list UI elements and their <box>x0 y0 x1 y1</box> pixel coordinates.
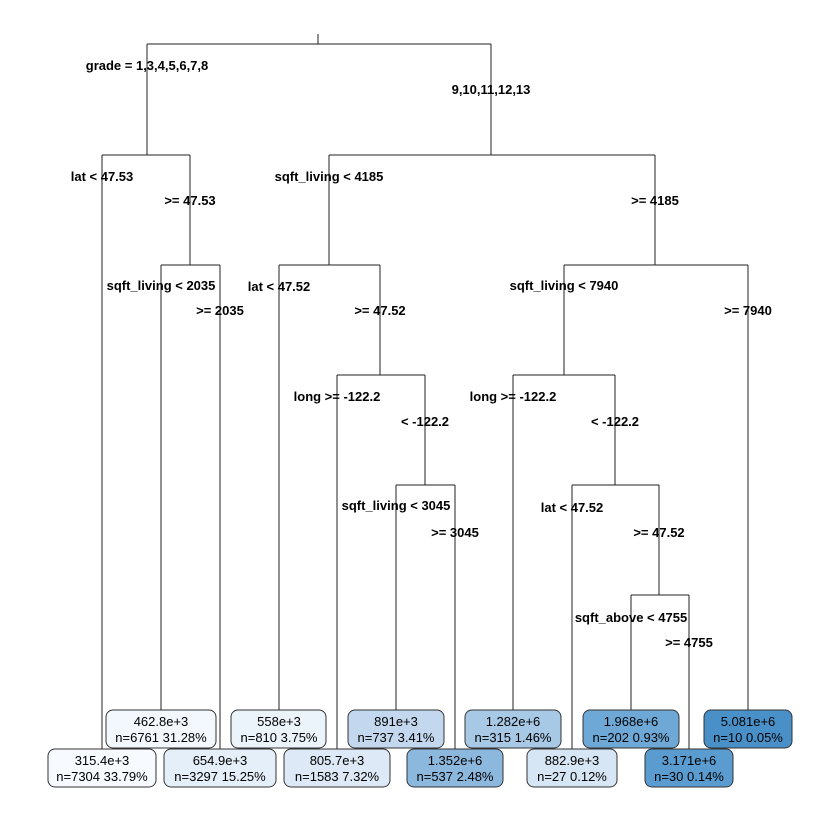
leaf-box <box>464 709 562 749</box>
split-lat-4752-right-label: >= 47.52 <box>354 303 405 318</box>
leaf-node: 462.8e+3 n=6761 31.28% <box>105 709 217 749</box>
leaf-node: 558e+3 n=810 3.75% <box>230 709 327 749</box>
leaf-nodes: 315.4e+3 n=7304 33.79% 462.8e+3 n=6761 3… <box>47 709 793 788</box>
leaf-node: 1.968e+6 n=202 0.93% <box>582 709 680 749</box>
leaf-value: 315.4e+3 <box>75 753 130 768</box>
leaf-stats: n=27 0.12% <box>537 769 607 784</box>
leaf-stats: n=1583 7.32% <box>295 769 380 784</box>
leaf-box <box>582 709 680 749</box>
split-sqft-above-right-label: >= 4755 <box>665 635 713 650</box>
split-sqft-above-left-label: sqft_above < 4755 <box>575 610 687 625</box>
leaf-stats: n=6761 31.28% <box>115 730 207 745</box>
split-sqft-living-7940-right-label: >= 7940 <box>724 303 772 318</box>
leaf-value: 1.352e+6 <box>428 753 483 768</box>
leaf-value: 3.171e+6 <box>662 753 717 768</box>
leaf-box <box>105 709 217 749</box>
split-sqft-living-2035-right-label: >= 2035 <box>196 303 244 318</box>
leaf-value: 5.081e+6 <box>721 714 776 729</box>
leaf-node: 654.9e+3 n=3297 15.25% <box>163 748 277 788</box>
leaf-box <box>283 748 391 788</box>
leaf-box <box>47 748 157 788</box>
split-sqft-living-3045-right-label: >= 3045 <box>431 525 479 540</box>
leaf-box <box>347 709 445 749</box>
leaf-value: 1.282e+6 <box>486 714 541 729</box>
leaf-value: 882.9e+3 <box>545 753 600 768</box>
split-sqft-living-4185-left-label: sqft_living < 4185 <box>275 169 384 184</box>
leaf-value: 558e+3 <box>257 714 301 729</box>
leaf-stats: n=737 3.41% <box>358 730 435 745</box>
split-grade-left-label: grade = 1,3,4,5,6,7,8 <box>86 58 209 73</box>
leaf-box <box>703 709 793 749</box>
leaf-stats: n=537 2.48% <box>417 769 494 784</box>
leaf-node: 3.171e+6 n=30 0.14% <box>644 748 734 788</box>
split-long-2-left-label: long >= -122.2 <box>470 389 557 404</box>
leaf-stats: n=3297 15.25% <box>174 769 266 784</box>
leaf-node: 315.4e+3 n=7304 33.79% <box>47 748 157 788</box>
leaf-node: 891e+3 n=737 3.41% <box>347 709 445 749</box>
leaf-node: 882.9e+3 n=27 0.12% <box>526 748 618 788</box>
split-lat-4752-2-right-label: >= 47.52 <box>633 525 684 540</box>
leaf-stats: n=10 0.05% <box>713 730 783 745</box>
split-long-left-label: long >= -122.2 <box>294 389 381 404</box>
split-sqft-living-4185-right-label: >= 4185 <box>631 193 679 208</box>
split-lat-4752-2-left-label: lat < 47.52 <box>541 500 604 515</box>
leaf-node: 805.7e+3 n=1583 7.32% <box>283 748 391 788</box>
split-sqft-living-3045-left-label: sqft_living < 3045 <box>342 498 451 513</box>
leaf-box <box>406 748 504 788</box>
split-long-2-right-label: < -122.2 <box>591 414 639 429</box>
leaf-node: 1.282e+6 n=315 1.46% <box>464 709 562 749</box>
leaf-stats: n=7304 33.79% <box>56 769 148 784</box>
split-long-right-label: < -122.2 <box>401 414 449 429</box>
leaf-stats: n=315 1.46% <box>475 730 552 745</box>
leaf-value: 891e+3 <box>374 714 418 729</box>
leaf-node: 1.352e+6 n=537 2.48% <box>406 748 504 788</box>
leaf-box <box>230 709 327 749</box>
leaf-box <box>644 748 734 788</box>
split-grade-right-label: 9,10,11,12,13 <box>452 82 531 97</box>
leaf-box <box>163 748 277 788</box>
leaf-node: 5.081e+6 n=10 0.05% <box>703 709 793 749</box>
split-lat-right-label: >= 47.53 <box>164 193 215 208</box>
split-labels: grade = 1,3,4,5,6,7,8 9,10,11,12,13 lat … <box>71 58 772 650</box>
leaf-stats: n=30 0.14% <box>654 769 724 784</box>
leaf-box <box>526 748 618 788</box>
split-sqft-living-7940-left-label: sqft_living < 7940 <box>510 278 619 293</box>
split-lat-4752-left-label: lat < 47.52 <box>248 279 311 294</box>
leaf-value: 1.968e+6 <box>604 714 659 729</box>
leaf-stats: n=202 0.93% <box>593 730 670 745</box>
leaf-value: 805.7e+3 <box>310 753 365 768</box>
leaf-value: 654.9e+3 <box>193 753 248 768</box>
split-lat-left-label: lat < 47.53 <box>71 169 134 184</box>
leaf-value: 462.8e+3 <box>134 714 189 729</box>
tree-edges <box>101 34 749 749</box>
split-sqft-living-2035-left-label: sqft_living < 2035 <box>107 278 216 293</box>
leaf-stats: n=810 3.75% <box>241 730 318 745</box>
